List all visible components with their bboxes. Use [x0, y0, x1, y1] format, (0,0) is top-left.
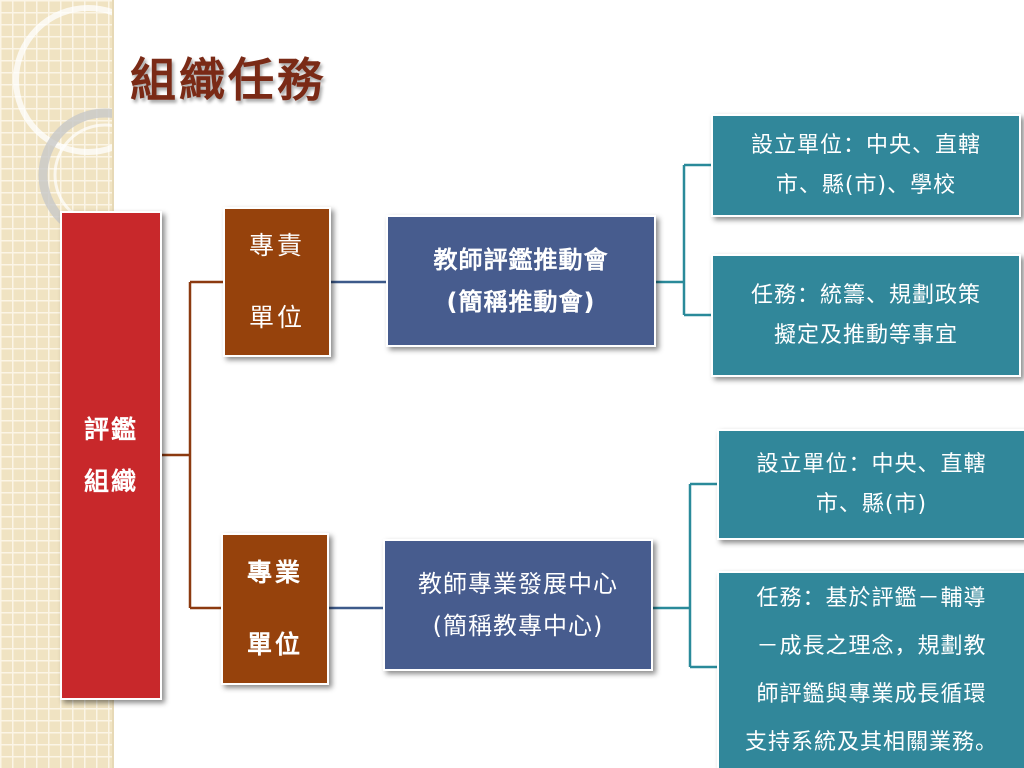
org-label-line1: 教師評鑑推動會 [433, 246, 609, 274]
info-line2: －成長之理念，規劃教 [756, 633, 987, 659]
org-box-evaluation-promotion-committee: 教師評鑑推動會 (簡稱推動會) [386, 215, 656, 347]
org-label-line2: (簡稱推動會) [446, 288, 596, 316]
info-line2: 市、縣(市)、學校 [775, 172, 957, 198]
info-line1: 任務：統籌、規劃政策 [750, 282, 981, 308]
root-label-line1: 評鑑 [83, 414, 138, 444]
root-label-line2: 組織 [83, 466, 138, 496]
connector-root-units [162, 280, 223, 610]
unit-label-line2: 單位 [248, 303, 305, 332]
info-box-committee-task: 任務：統籌、規劃政策 擬定及推動等事宜 [711, 254, 1021, 377]
info-box-center-task: 任務：基於評鑑－輔導 －成長之理念，規劃教 師評鑑與專業成長循環 支持系統及其相… [717, 571, 1024, 768]
info-line1: 設立單位：中央、直轄 [756, 451, 987, 477]
root-box-evaluation-organization: 評鑑 組織 [60, 211, 162, 700]
info-box-center-setup: 設立單位：中央、直轄 市、縣(市) [717, 429, 1024, 540]
org-label-line2: (簡稱教專中心) [432, 612, 604, 640]
unit-label-line1: 專業 [246, 558, 303, 587]
info-box-committee-setup: 設立單位：中央、直轄 市、縣(市)、學校 [711, 114, 1021, 217]
connector-org1-info [656, 163, 711, 317]
info-line2: 擬定及推動等事宜 [773, 322, 958, 348]
slide-title: 組織任務 [130, 53, 326, 107]
unit-label-line2: 單位 [246, 630, 303, 659]
connector-org2-info [653, 482, 717, 669]
unit-label-line1: 專責 [248, 231, 305, 260]
info-line3: 師評鑑與專業成長循環 [756, 681, 987, 707]
info-line1: 設立單位：中央、直轄 [750, 132, 981, 158]
unit-box-professional: 專業 單位 [221, 533, 329, 685]
info-line2: 市、縣(市) [815, 491, 928, 517]
org-label-line1: 教師專業發展中心 [418, 570, 618, 598]
org-box-professional-development-center: 教師專業發展中心 (簡稱教專中心) [383, 539, 653, 671]
info-line4: 支持系統及其相關業務。 [744, 729, 998, 755]
unit-box-dedicated: 專責 單位 [223, 207, 331, 357]
info-line1: 任務：基於評鑑－輔導 [756, 585, 987, 611]
